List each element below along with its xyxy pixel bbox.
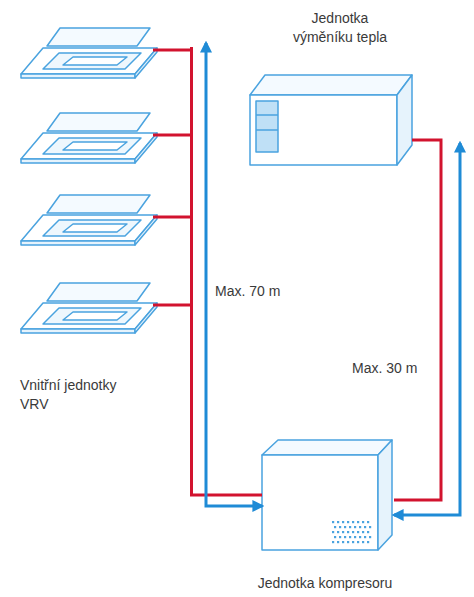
unit-label: Vnitřní jednotky VRV xyxy=(20,376,145,414)
heat-exchanger-box: Jednotka výměníku tepla xyxy=(245,5,420,170)
cassette-unit xyxy=(21,195,157,245)
unit-label: Jednotka výměníku tepla xyxy=(283,9,398,47)
unit-label: Jednotka kompresoru xyxy=(258,574,393,593)
indoor-units xyxy=(21,28,157,333)
refrigerant-branch xyxy=(153,50,192,305)
cassette-unit xyxy=(21,113,157,163)
compressor-box: Jednotka kompresoru xyxy=(240,438,400,593)
length-label: Max. 30 m xyxy=(350,359,419,377)
indoor-unit-group: Vnitřní jednotky VRV xyxy=(15,25,187,425)
heat-exchanger-unit xyxy=(250,75,412,165)
refrigerant-line-blue xyxy=(206,43,262,506)
refrigerant-line-blue xyxy=(394,143,460,515)
cassette-unit xyxy=(21,283,157,333)
refrigerant-line-red xyxy=(394,140,441,500)
refrigerant-line-red xyxy=(192,47,263,495)
cassette-unit xyxy=(21,28,157,78)
length-label: Max. 70 m xyxy=(213,282,282,300)
compressor-unit xyxy=(262,440,392,550)
